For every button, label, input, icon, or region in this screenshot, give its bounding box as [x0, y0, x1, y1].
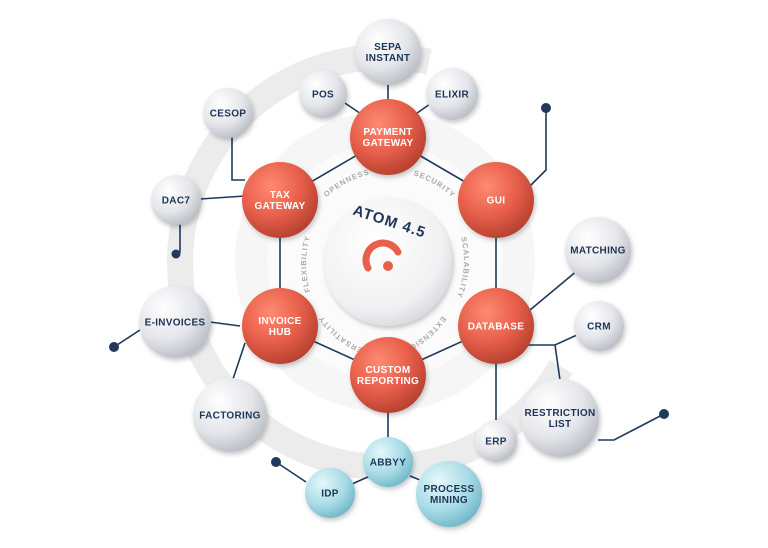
node-label-payment-gateway: GATEWAY: [363, 138, 414, 149]
node-label-custom-reporting: CUSTOM: [366, 365, 411, 376]
node-circle-process-mining: [416, 461, 482, 527]
endpoint-dot: [109, 342, 119, 352]
node-circle-abbyy: [363, 437, 413, 487]
node-gui: GUI: [458, 162, 534, 238]
node-label-idp: IDP: [321, 489, 339, 500]
node-circle-invoice-hub: [242, 288, 318, 364]
node-label-matching: MATCHING: [570, 246, 626, 257]
node-label-factoring: FACTORING: [199, 411, 260, 422]
node-circle-e-invoices: [139, 286, 211, 358]
node-matching: MATCHING: [565, 217, 631, 283]
node-circle-matching: [565, 217, 631, 283]
node-circle-custom-reporting: [350, 337, 426, 413]
node-label-erp: ERP: [485, 437, 506, 448]
node-factoring: FACTORING: [193, 378, 267, 452]
node-label-process-mining: MINING: [430, 495, 468, 506]
node-circle-database: [458, 288, 534, 364]
node-label-sepa-instant: INSTANT: [366, 53, 411, 64]
node-circle-erp: [475, 420, 517, 462]
node-circle-pos: [299, 70, 347, 118]
node-cesop: CESOP: [203, 88, 253, 138]
node-circle-cesop: [203, 88, 253, 138]
node-label-tax-gateway: GATEWAY: [255, 201, 306, 212]
node-crm: CRM: [574, 301, 624, 351]
endpoint-dot: [271, 457, 281, 467]
endpoint-dot: [659, 409, 669, 419]
node-label-invoice-hub: HUB: [269, 327, 292, 338]
node-e-invoices: E-INVOICES: [139, 286, 211, 358]
node-label-crm: CRM: [587, 322, 611, 333]
node-circle-sepa-instant: [355, 19, 421, 85]
node-label-custom-reporting: REPORTING: [357, 376, 419, 387]
node-circle-factoring: [193, 378, 267, 452]
node-idp: IDP: [305, 468, 355, 518]
atom-core: ATOM 4.5: [324, 198, 452, 326]
node-label-pos: POS: [312, 90, 334, 101]
node-dac7: DAC7: [151, 175, 201, 225]
node-abbyy: ABBYY: [363, 437, 413, 487]
endpoint-dot: [171, 249, 181, 259]
node-circle-restriction-list: [521, 379, 599, 457]
node-circle-elixir: [426, 68, 478, 120]
endpoint-dot: [541, 103, 551, 113]
node-label-elixir: ELIXIR: [435, 90, 470, 101]
node-label-dac7: DAC7: [162, 196, 191, 207]
node-label-payment-gateway: PAYMENT: [363, 127, 412, 138]
ring-word-flexibility: FLEXIBILITY: [299, 234, 312, 293]
node-label-gui: GUI: [487, 196, 506, 207]
node-label-e-invoices: E-INVOICES: [145, 318, 206, 329]
node-label-tax-gateway: TAX: [270, 190, 290, 201]
node-erp: ERP: [475, 420, 517, 462]
node-circle-payment-gateway: [350, 99, 426, 175]
node-label-restriction-list: LIST: [549, 419, 572, 430]
node-label-sepa-instant: SEPA: [374, 42, 402, 53]
node-label-cesop: CESOP: [210, 109, 247, 120]
node-label-abbyy: ABBYY: [370, 458, 407, 469]
node-circle-tax-gateway: [242, 162, 318, 238]
atom-logo-icon: [362, 239, 402, 272]
node-label-invoice-hub: INVOICE: [258, 316, 301, 327]
node-database: DATABASE: [458, 288, 534, 364]
node-circle-idp: [305, 468, 355, 518]
node-label-restriction-list: RESTRICTION: [524, 408, 595, 419]
node-pos: POS: [299, 70, 347, 118]
node-circle-crm: [574, 301, 624, 351]
node-label-database: DATABASE: [468, 322, 525, 333]
node-circle-gui: [458, 162, 534, 238]
node-circle-dac7: [151, 175, 201, 225]
node-elixir: ELIXIR: [426, 68, 478, 120]
node-label-process-mining: PROCESS: [423, 484, 474, 495]
